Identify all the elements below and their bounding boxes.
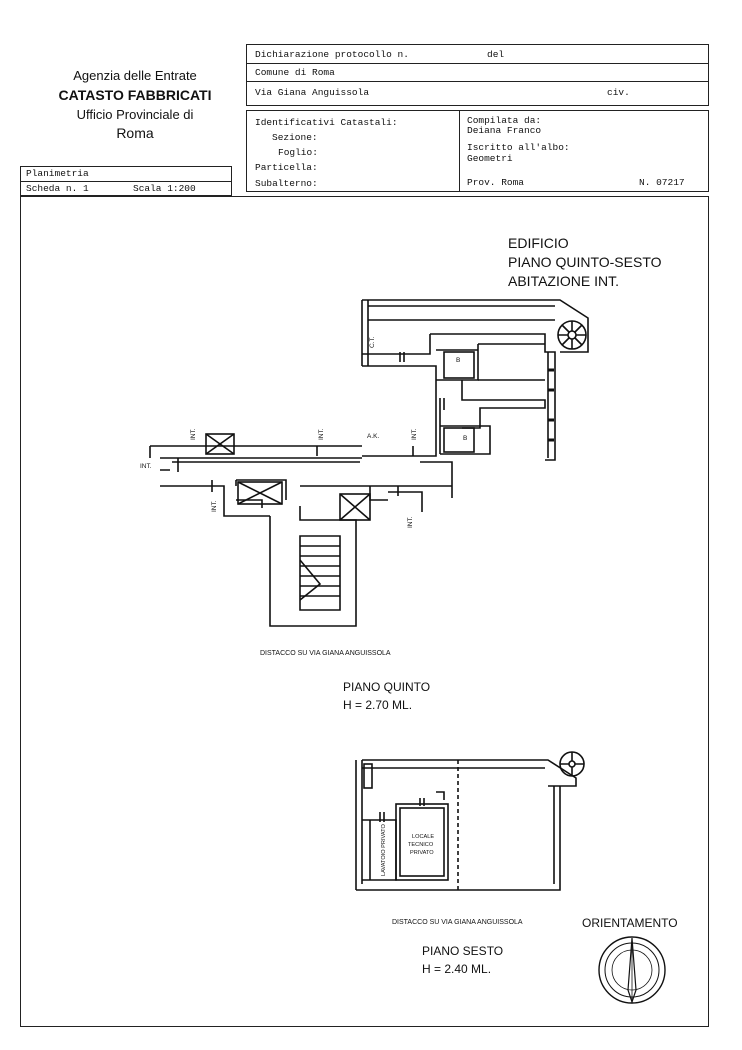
iscritto-label: Iscritto all'albo: [467, 142, 570, 153]
compiler-name: Deiana Franco [467, 125, 542, 136]
comune: Comune di Roma [255, 67, 335, 78]
locale-line3: PRIVATO [410, 850, 434, 856]
identifiers-title: Identificativi Catastali: [255, 117, 398, 128]
office-name: Agenzia delle Entrate [73, 68, 197, 83]
floor5-name: PIANO QUINTO [343, 680, 431, 694]
b1-label: B [456, 357, 460, 364]
floor5-height: H = 2.70 ML. [343, 698, 413, 712]
int-label-1: INT. [190, 428, 197, 440]
sezione-label: Sezione: [272, 132, 318, 143]
floor6-name: PIANO SESTO [422, 944, 504, 958]
albo-number: N. 07217 [639, 177, 685, 188]
int-label-5: INT. [407, 516, 414, 528]
drawing-frame [20, 196, 709, 1027]
protocol-label: Dichiarazione protocollo n. [255, 49, 409, 60]
albo: Geometri [467, 153, 513, 164]
floor5-distacco: DISTACCO SU VIA GIANA ANGUISSOLA [260, 650, 391, 657]
subalterno-label: Subalterno: [255, 178, 318, 189]
floor6-height: H = 2.40 ML. [422, 962, 492, 976]
floor6-distacco: DISTACCO SU VIA GIANA ANGUISSOLA [392, 919, 523, 926]
compilata-label: Compilata da: [467, 115, 542, 126]
particella-label: Particella: [255, 162, 318, 173]
int-label-2: INT. [318, 428, 325, 440]
civ-label: civ. [607, 87, 630, 98]
protocol-box: Dichiarazione protocollo n. del Comune d… [246, 44, 709, 106]
building-floors: PIANO QUINTO-SESTO [508, 254, 662, 270]
int-label-3: INT. [411, 428, 418, 440]
sheet-box: Planimetria Scheda n. 1 Scala 1:200 [20, 166, 232, 196]
scala: Scala 1:200 [133, 183, 196, 194]
scheda: Scheda n. 1 [26, 183, 89, 194]
building-title: EDIFICIO [508, 235, 569, 251]
via: Via Giana Anguissola [255, 87, 370, 98]
ct-label: C.T. [369, 336, 376, 348]
building-unit: ABITAZIONE INT. [508, 273, 619, 289]
office-catasto: CATASTO FABBRICATI [58, 87, 212, 103]
prov: Prov. Roma [467, 177, 525, 188]
locale-line2: TECNICO [408, 842, 434, 848]
locale-line1: LOCALE [412, 834, 434, 840]
sheet-type: Planimetria [26, 168, 89, 179]
office-ufficio: Ufficio Provinciale di [76, 107, 194, 122]
int-entry-label: INT. [140, 463, 152, 470]
foglio-label: Foglio: [278, 147, 318, 158]
orientamento-label: ORIENTAMENTO [582, 916, 678, 930]
b2-label: B [463, 435, 467, 442]
lavatoio-label: LAVATOIO PRIVATO [381, 824, 387, 876]
del-label: del [487, 49, 505, 60]
office-city: Roma [116, 125, 154, 141]
compass-icon [598, 936, 666, 1004]
identifiers-box: Identificativi Catastali: Sezione: Fogli… [246, 110, 709, 192]
int-label-4: INT. [211, 500, 218, 512]
ak-label: A.K. [367, 433, 379, 440]
